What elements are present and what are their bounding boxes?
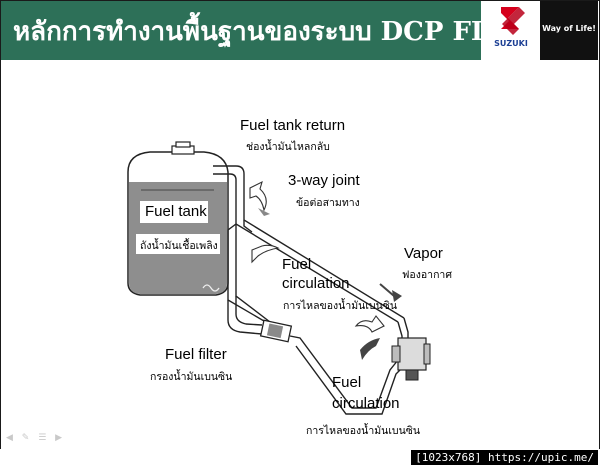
arrow-right-icon[interactable]: ▶	[55, 433, 66, 443]
upper-circulation-label-2: circulation	[282, 275, 350, 292]
vapor-label: Vapor	[404, 245, 443, 262]
brand-name: SUZUKI	[494, 39, 528, 48]
lower-circulation-label-1: Fuel	[332, 374, 362, 391]
slogan-box	[540, 1, 598, 60]
menu-icon[interactable]: ☰	[38, 433, 50, 443]
fuel-tank-label: Fuel tank	[145, 203, 207, 220]
vapor-thai-label: ฟองอากาศ	[402, 269, 452, 281]
flow-arrows	[249, 180, 402, 360]
lower-circulation-thai-label: การไหลของน้ำมันเบนซิน	[306, 425, 421, 437]
slogan-text: Way of Life!	[542, 24, 596, 33]
slide-nav-icons[interactable]: ◀ ✎ ☰ ▶	[6, 433, 65, 443]
fuel-filter	[259, 319, 293, 343]
joint-label: 3-way joint	[288, 172, 360, 189]
lower-circulation-label-2: circulation	[332, 395, 400, 412]
title-bar: หลักการทำงานพื้นฐานของระบบ DCP FI	[1, 1, 484, 60]
suzuki-s-icon	[501, 7, 525, 35]
tank-label-box	[140, 201, 208, 223]
fuel-tank-thai-label: ถังน้ำมันเชื้อเพลิง	[140, 240, 218, 252]
fuel-pump-regulator	[391, 337, 431, 381]
tank-return-thai-label: ช่องน้ำมันไหลกลับ	[246, 141, 330, 153]
upper-circulation-thai-label: การไหลของน้ำมันเบนซิน	[283, 300, 398, 312]
fuel-filter-thai-label: กรองน้ำมันเบนซิน	[150, 371, 233, 383]
pen-icon[interactable]: ✎	[21, 433, 33, 443]
suzuki-logo	[481, 1, 540, 60]
tank-thai-label-box	[136, 234, 220, 254]
joint-thai-label: ข้อต่อสามทาง	[296, 197, 360, 209]
slide-title: หลักการทำงานพื้นฐานของระบบ DCP FI	[13, 17, 484, 47]
tank-return-label: Fuel tank return	[240, 117, 346, 134]
arrow-icon[interactable]: ◀	[6, 433, 16, 443]
upper-circulation-label-1: Fuel	[282, 256, 312, 273]
watermark: [1023x768] https://upic.me/	[411, 450, 598, 465]
fuel-filter-label: Fuel filter	[165, 346, 227, 363]
